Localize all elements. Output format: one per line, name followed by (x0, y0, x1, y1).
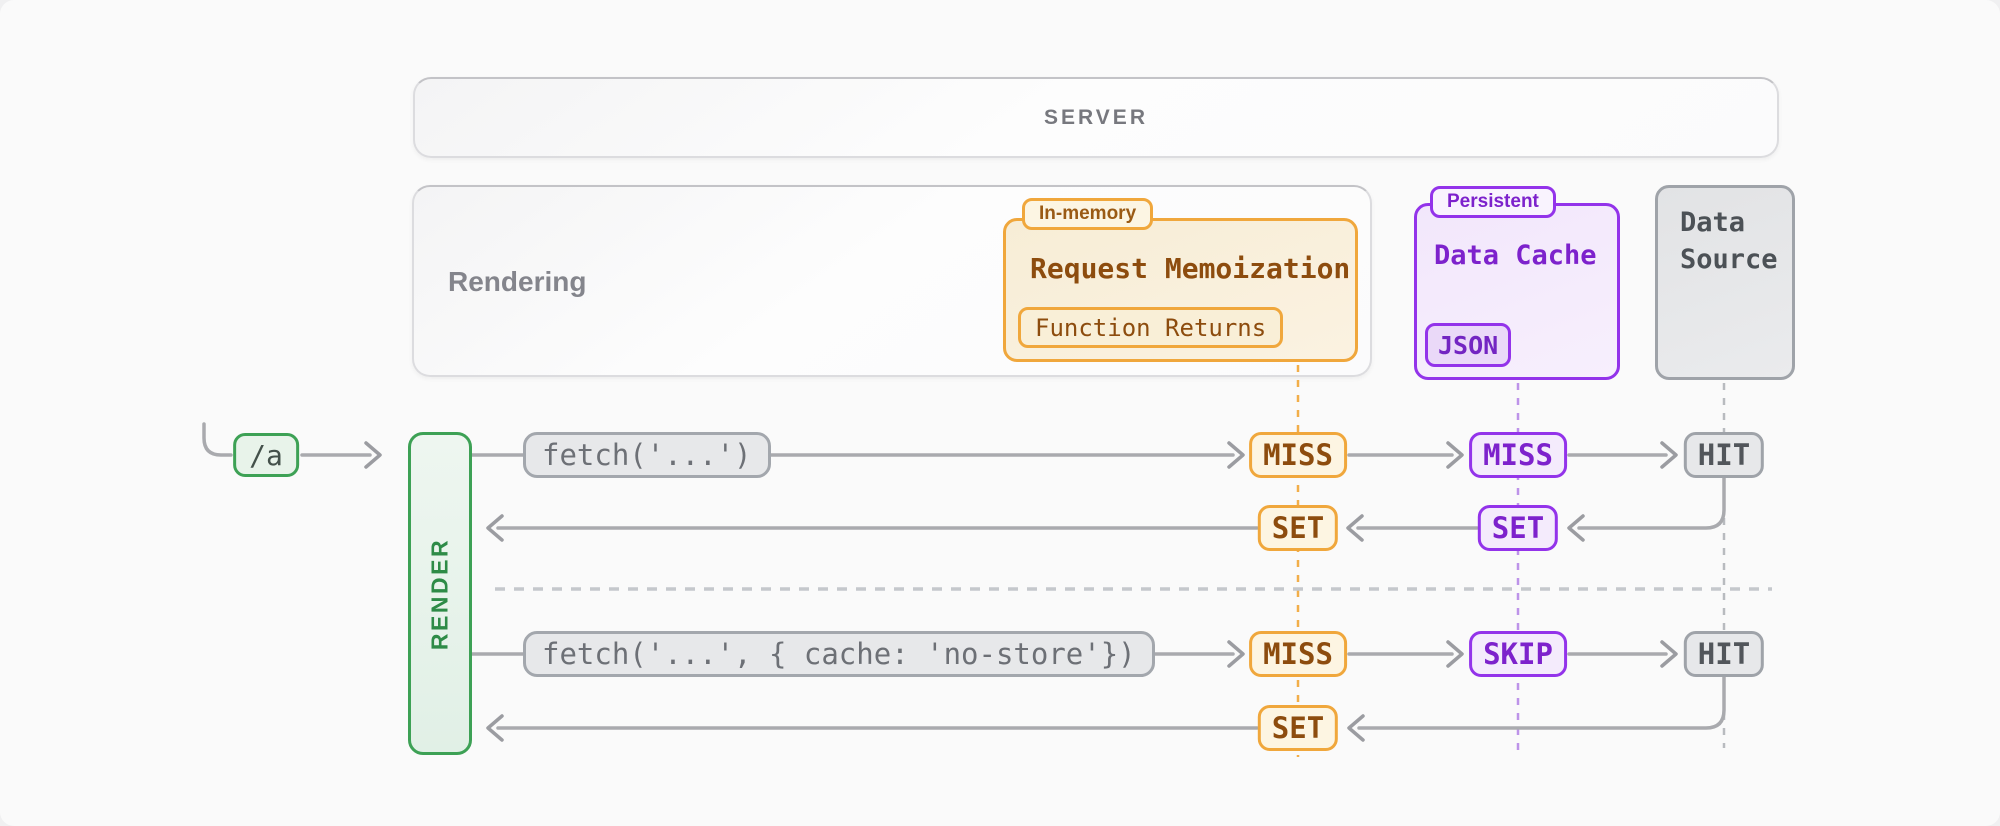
arrow-left-icon (1346, 514, 1364, 542)
data-cache-title: Data Cache (1434, 240, 1597, 271)
arrow-right-icon (1227, 640, 1245, 668)
memoization-result-badge: MISS (1249, 631, 1347, 677)
data-source-result-badge: HIT (1683, 432, 1765, 478)
response2-from-source-line (1357, 675, 1726, 730)
data-source-result-badge: HIT (1683, 631, 1765, 677)
server-label: SERVER (1044, 105, 1148, 129)
fetch-call-pill: fetch('...') (523, 432, 771, 478)
render-bar: RENDER (408, 432, 472, 755)
memoization-result-badge: MISS (1249, 432, 1347, 478)
json-chip: JSON (1425, 323, 1512, 367)
function-returns-chip: Function Returns (1018, 307, 1284, 348)
data-source-box: Data Source (1655, 185, 1795, 380)
arrow-right-icon (1660, 441, 1678, 469)
data-cache-skip-badge: SKIP (1469, 631, 1567, 677)
arrow-right-icon (1227, 441, 1245, 469)
arrowheads (364, 441, 1678, 742)
render-bar-label: RENDER (426, 537, 453, 650)
response1-from-source-line (1577, 476, 1726, 530)
arrow-left-icon (486, 714, 504, 742)
in-memory-badge: In-memory (1022, 198, 1154, 230)
request-memoization-box (1003, 218, 1358, 362)
data-cache-set-badge: SET (1477, 505, 1559, 551)
dashed-guides (1296, 365, 1726, 757)
rendering-label: Rendering (448, 266, 587, 297)
arrow-right-icon (1446, 441, 1464, 469)
memoization-set-badge: SET (1257, 705, 1339, 751)
arrow-left-icon (1347, 714, 1365, 742)
arrow-right-icon (1660, 640, 1678, 668)
route-badge: /a (233, 433, 299, 477)
memoization-set-badge: SET (1257, 505, 1339, 551)
arrow-left-icon (486, 514, 504, 542)
arrow-left-icon (1567, 514, 1585, 542)
data-cache-result-badge: MISS (1469, 432, 1567, 478)
fetch-no-store-pill: fetch('...', { cache: 'no-store'}) (523, 631, 1155, 677)
arrow-right-icon (364, 441, 382, 469)
request-memoization-title: Request Memoization (1030, 252, 1351, 285)
incoming-request-line (202, 422, 233, 457)
persistent-badge: Persistent (1430, 186, 1556, 218)
server-panel: SERVER (413, 77, 1779, 158)
arrow-right-icon (1446, 640, 1464, 668)
